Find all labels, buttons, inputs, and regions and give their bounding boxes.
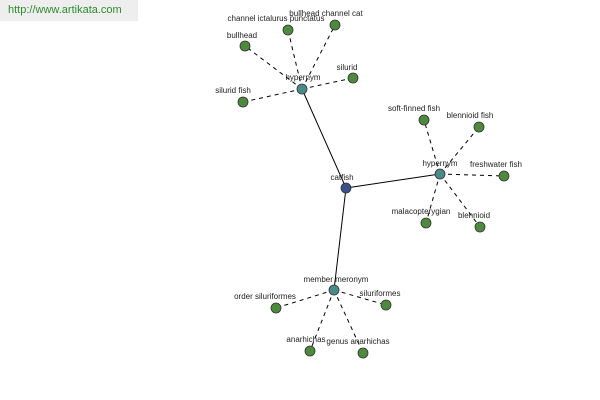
node-dot-silurid[interactable] bbox=[347, 72, 359, 84]
graph-node-softfinned[interactable]: soft-finned fish bbox=[388, 104, 440, 126]
graph-edge-hyp2-softfinned bbox=[423, 119, 441, 175]
node-dot-bullhead[interactable] bbox=[239, 40, 251, 52]
node-dot-siluridfish[interactable] bbox=[237, 96, 249, 108]
node-label-softfinned[interactable]: soft-finned fish bbox=[388, 104, 440, 113]
graph-node-ordersiluriformes[interactable]: order siluriformes bbox=[234, 292, 296, 314]
node-label-genusanarhichas[interactable]: genus anarhichas bbox=[326, 337, 389, 346]
graph-edge-catfish-hyp1 bbox=[301, 88, 347, 189]
graph-node-bullheadchannelcat[interactable]: bullhead channel cat bbox=[289, 9, 363, 31]
node-label-catfish[interactable]: catfish bbox=[330, 173, 353, 182]
graph-edge-hyp2-freshwater bbox=[439, 173, 505, 177]
node-label-freshwater[interactable]: freshwater fish bbox=[470, 160, 522, 169]
graph-node-blennioid[interactable]: blennioid bbox=[458, 211, 490, 233]
graph-edge-mer-anarhichas bbox=[309, 289, 335, 352]
graph-node-hyp1[interactable]: hypernym bbox=[285, 73, 321, 95]
graph-edge-catfish-mer bbox=[333, 187, 347, 291]
graph-node-silurid[interactable]: silurid bbox=[337, 63, 359, 84]
graph-edge-hyp1-silurid bbox=[301, 77, 354, 90]
node-dot-blennioidfish[interactable] bbox=[473, 121, 485, 133]
graph-node-anarhichas[interactable]: anarhichas bbox=[286, 335, 326, 357]
graph-node-freshwater[interactable]: freshwater fish bbox=[470, 160, 522, 182]
node-label-malacopterygian[interactable]: malacopterygian bbox=[392, 207, 451, 216]
node-label-ordersiluriformes[interactable]: order siluriformes bbox=[234, 292, 296, 301]
node-dot-hyp2[interactable] bbox=[434, 168, 446, 180]
graph-nodes: catfish hypernym hypernym member meronym bul… bbox=[215, 9, 522, 359]
graph-node-siluriformes[interactable]: siluriformes bbox=[360, 289, 401, 311]
node-label-bullheadchannelcat[interactable]: bullhead channel cat bbox=[289, 9, 363, 18]
graph-edge-hyp2-blennioid bbox=[439, 173, 481, 228]
node-dot-mer[interactable] bbox=[328, 284, 340, 296]
graph-edge-hyp1-bullhead bbox=[244, 45, 303, 90]
node-label-hyp1[interactable]: hypernym bbox=[285, 73, 320, 82]
node-label-anarhichas[interactable]: anarhichas bbox=[286, 335, 325, 344]
graph-edge-hyp2-blennioidfish bbox=[439, 126, 480, 175]
graph-node-mer[interactable]: member meronym bbox=[304, 275, 369, 296]
graph-edge-hyp2-malacopterygian bbox=[425, 173, 441, 224]
node-dot-softfinned[interactable] bbox=[418, 114, 430, 126]
node-dot-blennioid[interactable] bbox=[474, 221, 486, 233]
graph-node-blennioidfish[interactable]: blennioid fish bbox=[447, 111, 494, 133]
graph-edges bbox=[242, 24, 505, 354]
node-dot-malacopterygian[interactable] bbox=[420, 217, 432, 229]
node-dot-anarhichas[interactable] bbox=[304, 345, 316, 357]
node-label-hyp2[interactable]: hypernym bbox=[422, 159, 457, 168]
graph-node-siluridfish[interactable]: silurid fish bbox=[215, 86, 251, 108]
graph-edge-hyp1-siluridfish bbox=[242, 88, 303, 103]
node-dot-siluriformes[interactable] bbox=[380, 299, 392, 311]
graph-edge-mer-genusanarhichas bbox=[333, 289, 364, 354]
node-dot-hyp1[interactable] bbox=[296, 83, 308, 95]
graph-node-hyp2[interactable]: hypernym bbox=[422, 159, 458, 180]
site-url-banner[interactable]: http://www.artikata.com bbox=[0, 0, 138, 21]
graph-edge-mer-siluriformes bbox=[333, 289, 387, 306]
graph-edge-catfish-hyp2 bbox=[345, 173, 441, 189]
node-label-siluriformes[interactable]: siluriformes bbox=[360, 289, 401, 298]
graph-edge-hyp1-chictalurus bbox=[287, 29, 303, 90]
graph-node-bullhead[interactable]: bullhead bbox=[227, 31, 257, 52]
node-label-mer[interactable]: member meronym bbox=[304, 275, 369, 284]
node-label-chictalurus[interactable]: channel ictalurus punctatus bbox=[228, 14, 325, 23]
node-label-blennioid[interactable]: blennioid bbox=[458, 211, 490, 220]
node-dot-catfish[interactable] bbox=[340, 182, 352, 194]
graph-node-chictalurus[interactable]: channel ictalurus punctatus bbox=[228, 14, 325, 36]
node-label-silurid[interactable]: silurid bbox=[337, 63, 358, 72]
node-label-blennioidfish[interactable]: blennioid fish bbox=[447, 111, 494, 120]
node-dot-genusanarhichas[interactable] bbox=[357, 347, 369, 359]
node-label-bullhead[interactable]: bullhead bbox=[227, 31, 257, 40]
graph-node-genusanarhichas[interactable]: genus anarhichas bbox=[326, 337, 390, 359]
node-dot-freshwater[interactable] bbox=[498, 170, 510, 182]
node-label-siluridfish[interactable]: silurid fish bbox=[215, 86, 251, 95]
node-dot-chictalurus[interactable] bbox=[282, 24, 294, 36]
node-dot-ordersiluriformes[interactable] bbox=[270, 302, 282, 314]
graph-node-malacopterygian[interactable]: malacopterygian bbox=[392, 207, 451, 229]
graph-edge-mer-ordersiluriformes bbox=[275, 289, 335, 309]
node-dot-bullheadchannelcat[interactable] bbox=[329, 19, 341, 31]
graph-node-catfish[interactable]: catfish bbox=[330, 173, 354, 194]
